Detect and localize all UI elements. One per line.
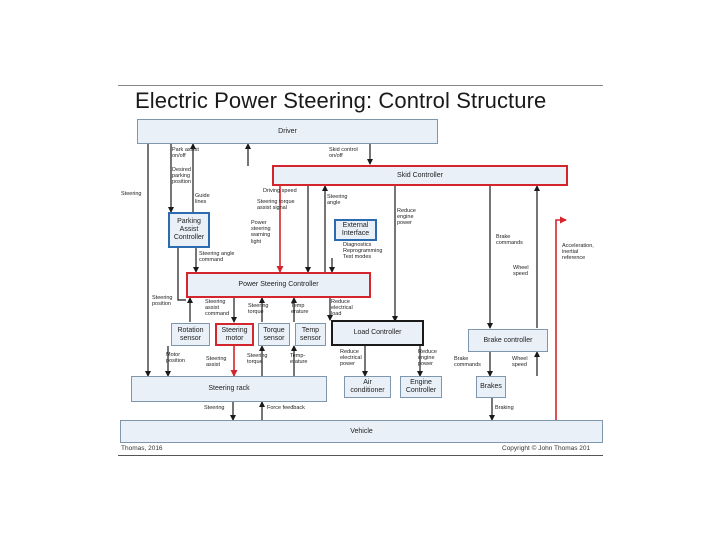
label-steering-torque-assist: Steering torque assist signal [257,199,295,212]
air-conditioner-box: Air conditioner [344,376,391,398]
power-steering-controller-box: Power Steering Controller [186,272,371,298]
torque-sensor-box: Torque sensor [258,323,290,346]
rotation-sensor-box: Rotation sensor [171,323,210,346]
label-brake-commands-top: Brake commands [496,234,523,247]
steering-motor-box: Steering motor [215,323,254,346]
label-diagnostics: Diagnostics Reprogramming Test modes [343,242,383,261]
vehicle-box: Vehicle [120,420,603,443]
label-reduce-engine-power-low: Reduce engine power [418,349,437,368]
external-interface-box: External Interface [334,219,377,241]
footer-left: Thomas, 2016 [121,445,163,452]
label-skid-control: Skid control on/off [329,147,358,160]
steering-rack-box: Steering rack [131,376,327,402]
label-braking: Braking [495,405,514,411]
label-power-steering-warning: Power steering warning light [251,220,271,245]
driver-box: Driver [137,119,438,144]
page-title: Electric Power Steering: Control Structu… [135,88,547,113]
temp-sensor-box: Temp sensor [295,323,326,346]
label-steering: Steering [121,191,142,197]
label-driving-speed: Driving speed [263,188,297,194]
label-reduce-electrical-load: Reduce electrical load [331,299,353,318]
label-force-feedback: Force feedback [267,405,305,411]
label-steering-angle-top: Steering angle [327,194,348,207]
brakes-box: Brakes [476,376,506,398]
label-reduce-engine-power-top: Reduce engine power [397,208,416,227]
label-temp-erature-low: Temp- erature [290,353,308,366]
label-reduce-electrical-power: Reduce electrical power [340,349,362,368]
bottom-rule [118,455,603,456]
label-steering-angle-command: Steering angle command [199,251,235,264]
label-steering-torque-low: Steering torque [247,353,268,366]
load-controller-box: Load Controller [331,320,424,346]
brake-controller-box: Brake controller [468,329,548,352]
footer-right: Copyright © John Thomas 201 [502,445,591,452]
top-rule [118,85,603,86]
line-steering-position [177,248,186,301]
label-wheel-speed-low: Wheel speed [512,356,528,369]
label-steering-assist-command: Steering assist command [205,299,230,318]
line-acceleration-red [555,216,567,420]
label-temp-erature-mid: Temp erature [291,303,309,316]
label-motor-position: Motor position [166,352,185,365]
skid-controller-box: Skid Controller [272,165,568,186]
label-steering-torque-mid: Steering torque [248,303,269,316]
parking-assist-box: Parking Assist Controller [168,212,210,248]
label-guide-lines: Guide lines [195,193,210,206]
engine-controller-box: Engine Controller [400,376,442,398]
label-wheel-speed-top: Wheel speed [513,265,529,278]
label-desired-parking: Desired parking position [172,167,191,186]
label-brake-commands-low: Brake commands [454,356,481,369]
label-accel-inertial: Acceleration, inertial reference [562,243,594,262]
label-steering-bottom: Steering [204,405,225,411]
label-steering-assist-low: Steering assist [206,356,227,369]
label-steering-position: Steering position [152,295,173,308]
label-park-assist: Park assist on/off [172,147,199,160]
